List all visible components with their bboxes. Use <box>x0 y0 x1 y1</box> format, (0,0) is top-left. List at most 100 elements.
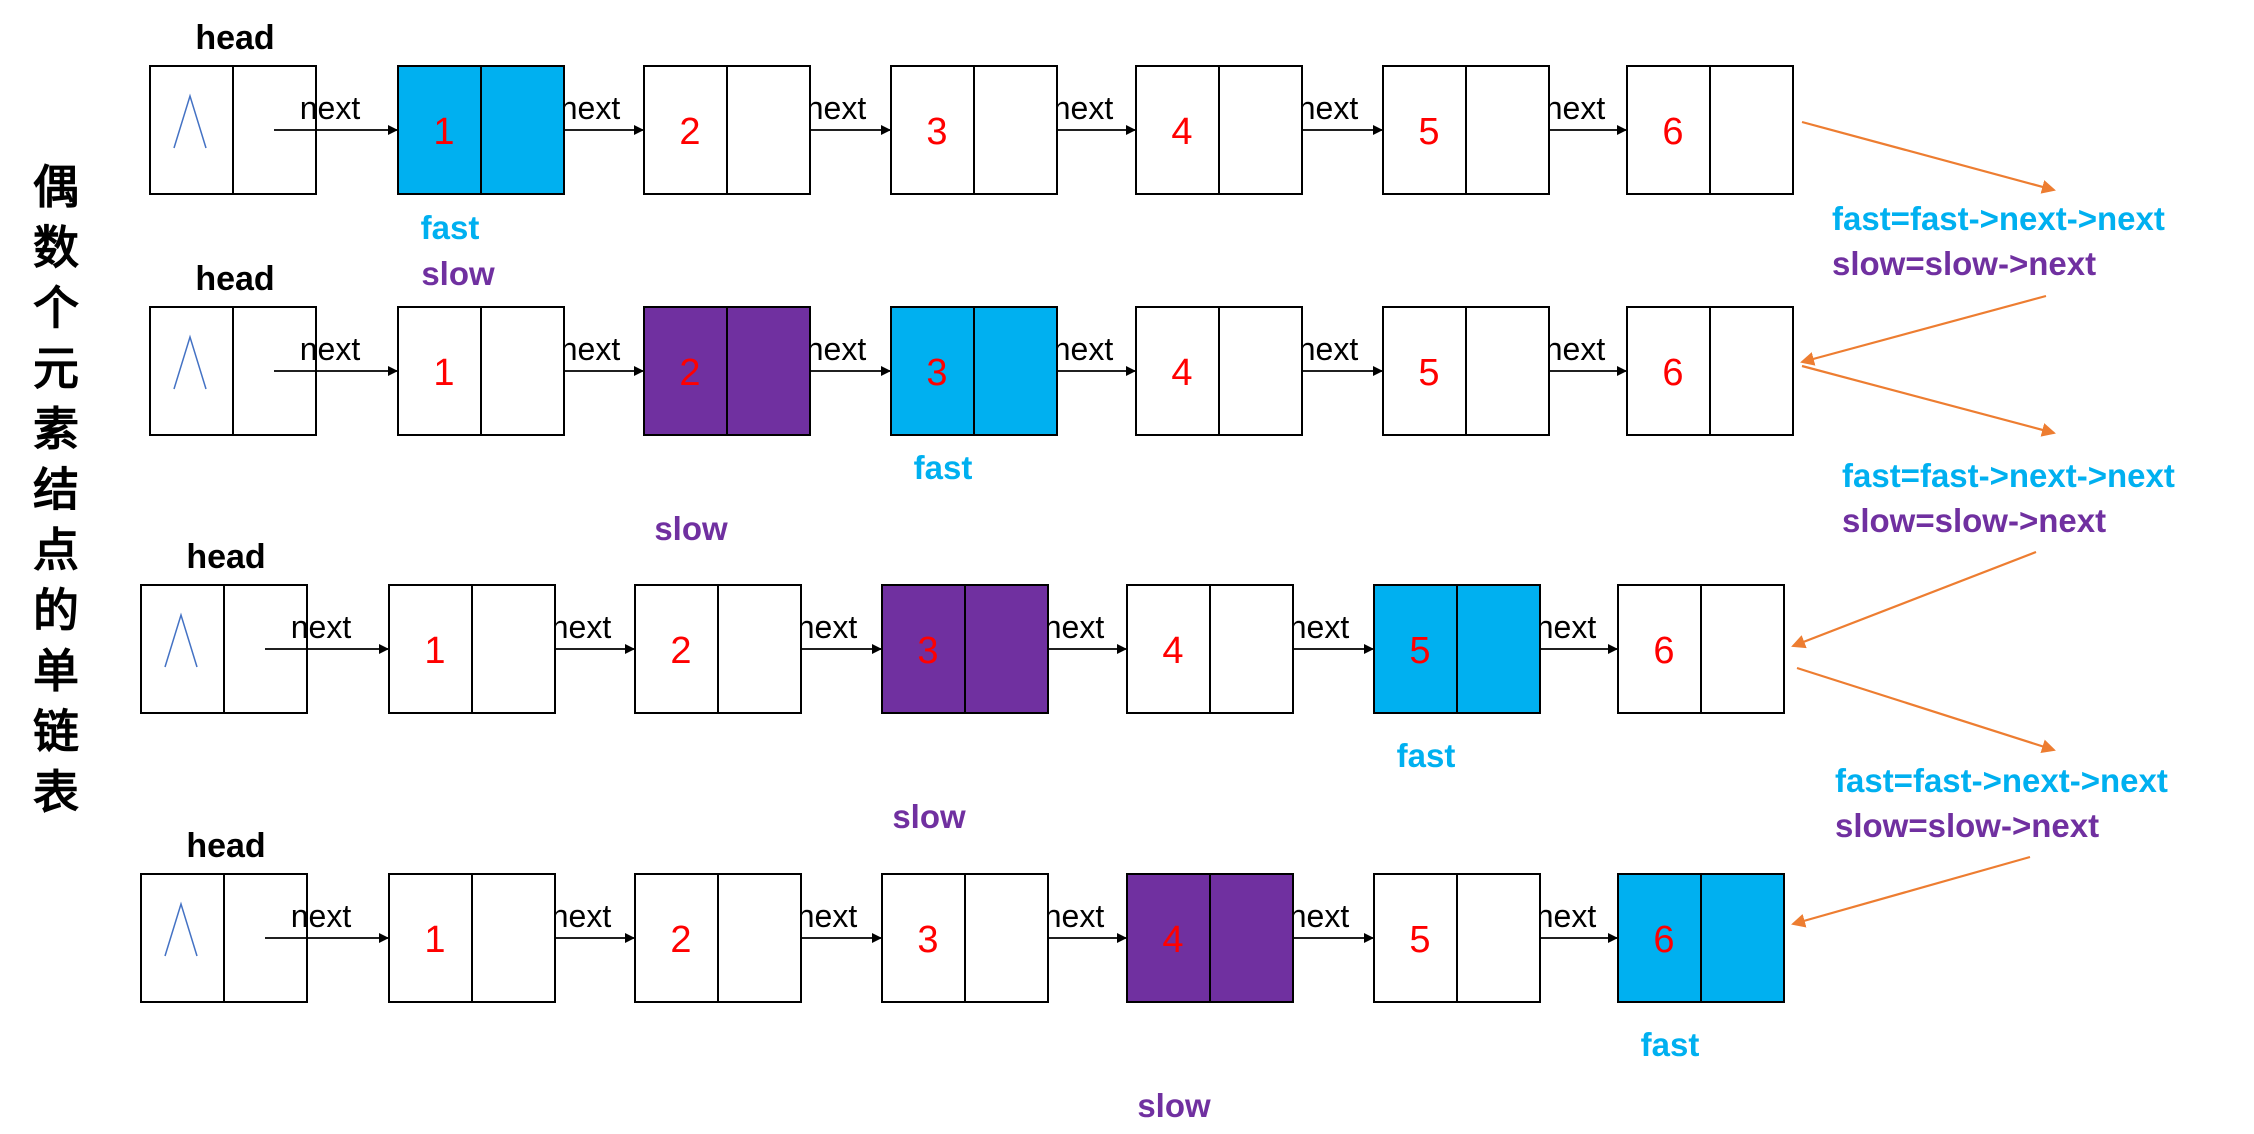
node-value: 5 <box>1409 630 1430 672</box>
title-char: 链 <box>33 705 79 759</box>
node-value: 3 <box>926 111 947 153</box>
slow-pointer-label: slow <box>892 798 966 835</box>
step-annotation-3: fast=fast->next->next slow=slow->next <box>1835 762 2168 844</box>
node-value: 1 <box>433 111 454 153</box>
node-value: 2 <box>679 111 700 153</box>
title-char: 偶 <box>33 160 79 214</box>
next-label: next <box>1289 609 1350 645</box>
head-label: head <box>195 260 274 298</box>
fast-pointer-label: fast <box>421 209 480 246</box>
transition-arrow <box>1801 120 2056 194</box>
next-label: next <box>551 898 612 934</box>
list-node: 3 <box>881 584 1049 714</box>
node-value: 1 <box>424 630 445 672</box>
node-value: 3 <box>926 352 947 394</box>
step-annotation-2: fast=fast->next->next slow=slow->next <box>1842 457 2175 539</box>
node-value: 1 <box>433 352 454 394</box>
list-node: 5 <box>1382 65 1550 195</box>
next-label: next <box>300 90 361 126</box>
next-label: next <box>1044 898 1105 934</box>
title-char: 点 <box>33 523 79 577</box>
list-node: 2 <box>643 65 811 195</box>
next-label: next <box>1545 331 1606 367</box>
node-value: 6 <box>1662 111 1683 153</box>
list-node: 3 <box>890 306 1058 436</box>
next-label: next <box>551 609 612 645</box>
next-label: next <box>1053 331 1114 367</box>
list-node: 4 <box>1126 584 1294 714</box>
list-node: 1 <box>397 65 565 195</box>
transition-arrow <box>1796 666 2056 754</box>
next-label: next <box>806 331 867 367</box>
slow-pointer-label: slow <box>421 255 495 292</box>
node-value: 6 <box>1653 919 1674 961</box>
next-label: next <box>291 609 352 645</box>
slow-step-text: slow=slow->next <box>1835 807 2099 844</box>
node-value: 4 <box>1171 111 1192 153</box>
head-label: head <box>186 827 265 865</box>
head-label: head <box>186 538 265 576</box>
node-value: 2 <box>670 630 691 672</box>
next-label: next <box>1053 90 1114 126</box>
title-char: 素 <box>33 402 79 456</box>
fast-step-text: fast=fast->next->next <box>1835 762 2168 799</box>
next-label: next <box>300 331 361 367</box>
node-value: 4 <box>1162 919 1183 961</box>
node-value: 5 <box>1418 352 1439 394</box>
node-value: 6 <box>1653 630 1674 672</box>
list-node: 5 <box>1373 584 1541 714</box>
null-mark-icon <box>173 334 207 390</box>
fast-pointer-label: fast <box>1397 737 1456 774</box>
next-label: next <box>1298 331 1359 367</box>
slow-step-text: slow=slow->next <box>1842 502 2106 539</box>
list-row-2: head next next next next next next 1 2 3 4 5 6 fast sl… <box>149 260 1794 547</box>
node-value: 3 <box>917 919 938 961</box>
transition-arrow <box>1801 364 2056 437</box>
next-label: next <box>1289 898 1350 934</box>
list-node: 1 <box>397 306 565 436</box>
list-node: 3 <box>890 65 1058 195</box>
next-label: next <box>1545 90 1606 126</box>
fast-step-text: fast=fast->next->next <box>1832 200 2165 237</box>
list-node: 6 <box>1626 65 1794 195</box>
next-label: next <box>797 898 858 934</box>
slow-pointer-label: slow <box>1137 1087 1211 1124</box>
list-node: 4 <box>1135 306 1303 436</box>
next-label: next <box>560 331 621 367</box>
next-label: next <box>560 90 621 126</box>
list-node: 4 <box>1126 873 1294 1003</box>
list-node: 5 <box>1382 306 1550 436</box>
list-node: 2 <box>634 873 802 1003</box>
title-char: 的 <box>33 584 79 638</box>
transition-arrow <box>1800 294 2047 366</box>
fast-pointer-label: fast <box>914 449 973 486</box>
slow-pointer-label: slow <box>654 510 728 547</box>
step-annotations: fast=fast->next->next slow=slow->next fast… <box>1791 120 2175 928</box>
node-value: 4 <box>1171 352 1192 394</box>
transition-arrow <box>1791 550 2037 649</box>
title-char: 元 <box>33 342 79 396</box>
fast-step-text: fast=fast->next->next <box>1842 457 2175 494</box>
node-value: 4 <box>1162 630 1183 672</box>
list-node: 1 <box>388 873 556 1003</box>
next-label: next <box>806 90 867 126</box>
list-node: 3 <box>881 873 1049 1003</box>
next-label: next <box>797 609 858 645</box>
transition-arrow <box>1791 855 2031 928</box>
next-label: next <box>291 898 352 934</box>
list-node: 6 <box>1626 306 1794 436</box>
title-char: 结 <box>33 463 79 517</box>
head-label: head <box>195 19 274 57</box>
next-label: next <box>1044 609 1105 645</box>
title-char: 个 <box>33 281 79 335</box>
list-node: 6 <box>1617 873 1785 1003</box>
node-value: 3 <box>917 630 938 672</box>
node-value: 1 <box>424 919 445 961</box>
node-value: 2 <box>679 352 700 394</box>
